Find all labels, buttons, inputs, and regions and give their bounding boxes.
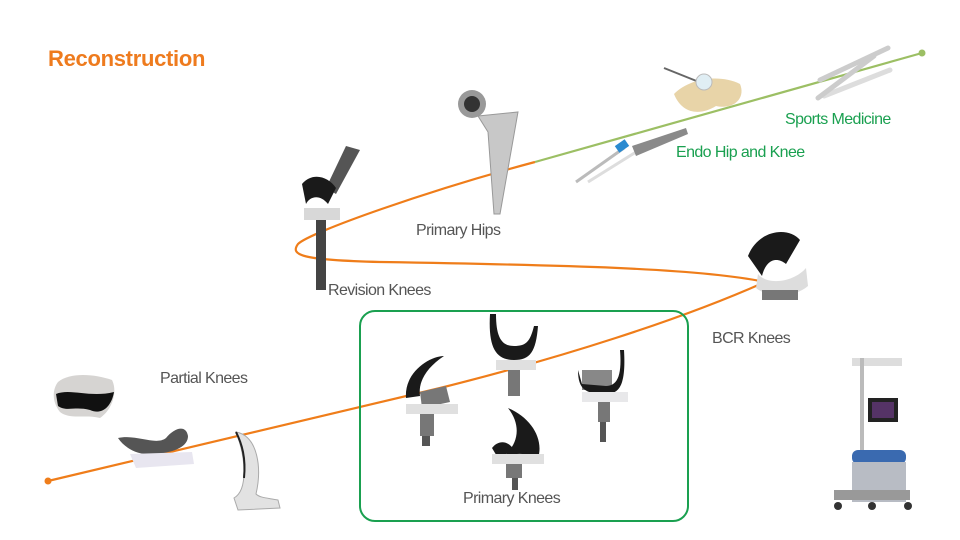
- orange-path: [47, 160, 769, 483]
- label-endo-hip-knee: Endo Hip and Knee: [676, 144, 805, 161]
- primary-knee-1-image: [405, 356, 458, 446]
- page-title: Reconstruction: [48, 46, 206, 71]
- sports-medicine-image: [815, 45, 893, 101]
- primary-knee-4-image: [492, 408, 544, 490]
- primary-hip-image: [458, 90, 519, 215]
- primary-knees-box: [359, 310, 689, 522]
- end-dot: [918, 49, 926, 57]
- robotic-system-image: [834, 358, 912, 510]
- partial-knee-patella-image: [53, 375, 115, 418]
- primary-knee-3-image: [578, 350, 628, 442]
- label-sports-medicine: Sports Medicine: [785, 111, 891, 128]
- label-primary-hips: Primary Hips: [416, 222, 501, 239]
- primary-knee-2-image: [489, 314, 538, 396]
- label-bcr-knees: BCR Knees: [712, 330, 791, 347]
- label-partial-knees: Partial Knees: [160, 370, 248, 387]
- partial-knee-uni-image: [118, 428, 194, 468]
- revision-knee-image: [302, 146, 360, 290]
- label-primary-knees: Primary Knees: [463, 490, 561, 507]
- bcr-knee-image: [748, 232, 808, 300]
- endo-instruments-image: [575, 128, 688, 184]
- label-revision-knees: Revision Knees: [328, 282, 431, 299]
- partial-knee-femoral-image: [233, 431, 281, 511]
- hip-arthroscopy-image: [663, 67, 742, 112]
- start-dot: [44, 477, 52, 485]
